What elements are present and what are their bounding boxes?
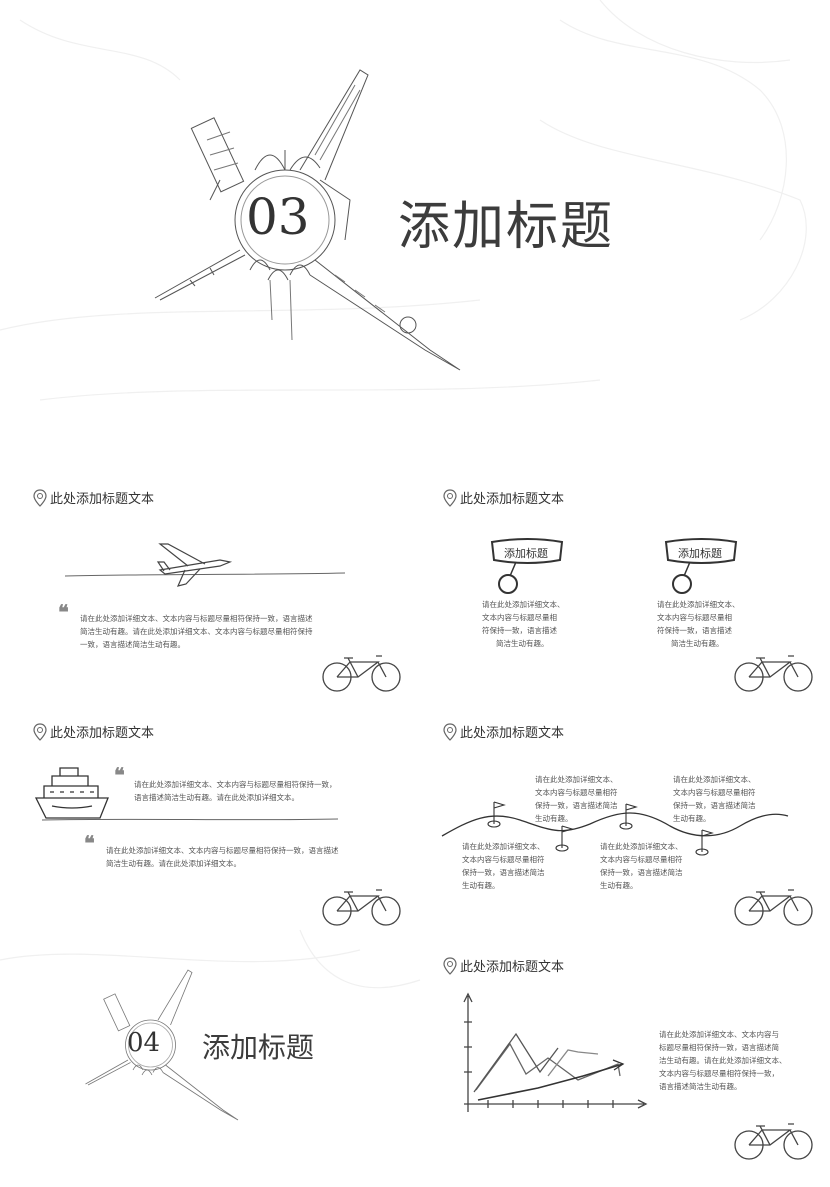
panel-body: 请在此处添加详细文本、文本内容与标题尽量相符保持一致，语言描述简洁生动有趣。请在… (659, 1030, 787, 1091)
bubble-label: 添加标题 (678, 547, 722, 560)
location-pin-icon (443, 956, 457, 975)
section-number: 04 (127, 1028, 161, 1058)
section-number: 03 (246, 188, 310, 246)
airplane-icon (64, 543, 346, 587)
landmarks-icon (85, 969, 239, 1121)
location-pin-icon (33, 488, 47, 507)
quote-mark: ❝ (84, 831, 95, 855)
quote-mark: ❝ (114, 763, 125, 787)
speech-bubble-icon (664, 538, 738, 594)
panel-body: 请在此处添加详细文本、文本内容与标题尽量相符保持一致，语言描述简洁生动有趣。 (657, 600, 740, 648)
bicycle-icon (734, 889, 813, 926)
panel-title: 此处添加标题文本 (32, 488, 154, 507)
quote-mark: ❝ (58, 600, 69, 624)
panel-body: 请在此处添加详细文本、文本内容与标题尽量相符保持一致，语言描述简洁生动有趣。请在… (80, 614, 313, 649)
panel-body: 请在此处添加详细文本、文本内容与标题尽量相符保持一致，语言描述简洁生动有趣。请在… (106, 846, 339, 868)
location-pin-icon (443, 722, 457, 741)
bicycle-icon (322, 655, 401, 692)
panel-body: 请在此处添加详细文本、文本内容与标题尽量相符保持一致，语言描述简洁生动有趣。 (462, 842, 545, 890)
landmark-globe-illustration (150, 60, 470, 380)
speech-bubble-icon (490, 538, 564, 594)
location-pin-icon (443, 488, 457, 507)
panel-body: 请在此处添加详细文本、文本内容与标题尽量相符保持一致，语言描述简洁生动有趣。 (535, 775, 618, 823)
location-pin-icon (33, 722, 47, 741)
panel-title: 此处添加标题文本 (442, 488, 564, 507)
section-title: 添加标题 (398, 197, 615, 257)
panel-title: 此处添加标题文本 (442, 956, 564, 975)
panel-body: 请在此处添加详细文本、文本内容与标题尽量相符保持一致，语言描述简洁生动有趣。 (482, 600, 565, 648)
panel-title: 此处添加标题文本 (32, 722, 154, 741)
wavy-route-icon (441, 801, 789, 856)
panel-body: 请在此处添加详细文本、文本内容与标题尽量相符保持一致，语言描述简洁生动有趣。 (673, 775, 756, 823)
panel-body: 请在此处添加详细文本、文本内容与标题尽量相符保持一致，语言描述简洁生动有趣。请在… (134, 780, 337, 802)
section-title: 添加标题 (202, 1031, 315, 1064)
bicycle-icon (734, 655, 813, 692)
bicycle-icon (322, 889, 401, 926)
panel-body: 请在此处添加详细文本、文本内容与标题尽量相符保持一致，语言描述简洁生动有趣。 (600, 842, 683, 890)
divider-line (41, 818, 339, 821)
cruise-ship-icon (34, 767, 109, 819)
bubble-label: 添加标题 (504, 547, 548, 560)
bicycle-icon (734, 1123, 813, 1160)
panel-title: 此处添加标题文本 (442, 722, 564, 741)
landmarks-icon (154, 69, 461, 371)
landmark-globe-illustration-small (78, 965, 248, 1125)
line-chart-sketch (463, 992, 648, 1112)
